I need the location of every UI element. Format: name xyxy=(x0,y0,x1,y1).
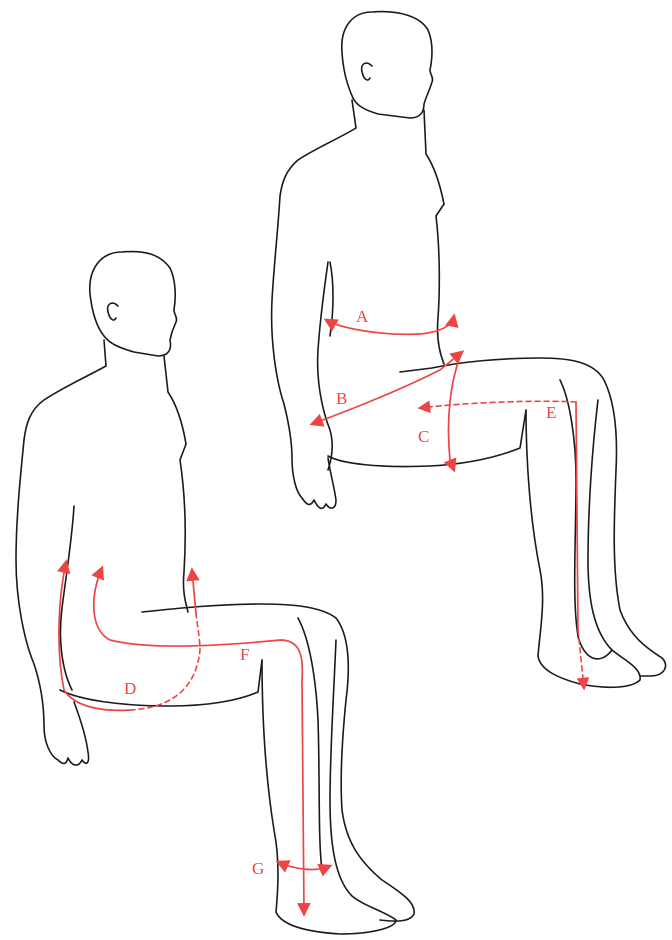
label-c: C xyxy=(418,427,429,446)
measure-e-leg xyxy=(576,402,578,630)
label-a: A xyxy=(356,307,369,326)
torso-front-lower xyxy=(180,444,188,612)
neck-shoulder-upper xyxy=(280,100,356,196)
label-g: G xyxy=(252,859,264,878)
neck-shoulder-lower xyxy=(24,340,106,440)
arm-outline-upper xyxy=(272,196,336,508)
shin-back-upper xyxy=(560,380,612,659)
arm-inner-lower xyxy=(60,506,74,690)
head-outline-upper xyxy=(342,12,433,118)
torso-front-upper xyxy=(436,204,444,364)
measure-d-back xyxy=(59,562,130,710)
thigh-under-lower xyxy=(60,660,262,706)
neck-front-upper xyxy=(424,110,444,204)
measure-e-leg-dashed xyxy=(578,630,584,688)
measure-d-front-dashed xyxy=(130,614,200,710)
ear-lower xyxy=(108,303,118,320)
shin-lower xyxy=(262,640,396,934)
arm-outline-lower xyxy=(16,440,89,765)
measurement-labels: A B C E D F G xyxy=(124,307,556,878)
neck-front-lower xyxy=(164,356,186,444)
arm-inner-upper xyxy=(318,262,333,470)
label-b: B xyxy=(336,389,347,408)
measure-f-outseam xyxy=(94,568,304,914)
measure-a-waist xyxy=(326,316,454,334)
shin-upper xyxy=(526,400,640,687)
head-outline-lower xyxy=(90,252,177,356)
seated-figure-upper xyxy=(272,12,666,688)
seated-figure-lower xyxy=(16,252,414,934)
measure-c-thigh xyxy=(449,352,463,470)
label-d: D xyxy=(124,679,136,698)
back-upper xyxy=(330,262,333,336)
label-e: E xyxy=(546,403,556,422)
measurement-lines xyxy=(59,316,584,914)
measure-b-hip xyxy=(312,352,462,424)
label-f: F xyxy=(240,645,249,664)
ear-upper xyxy=(362,63,372,80)
